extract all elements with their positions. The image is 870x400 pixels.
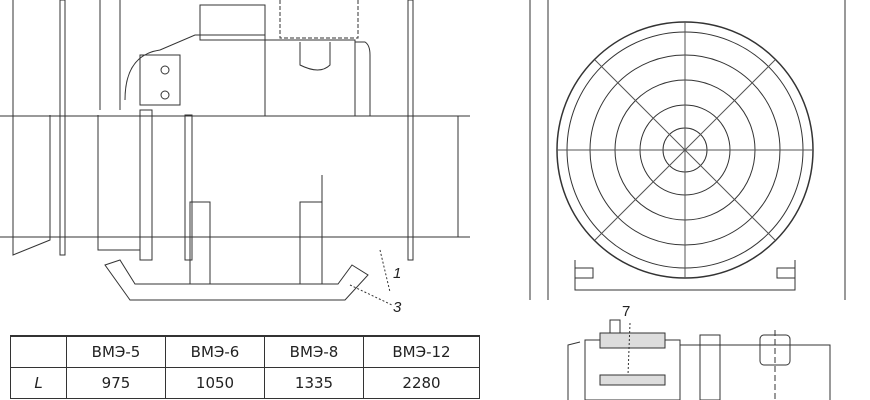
header-cell-vme8: ВМЭ-8: [264, 335, 364, 368]
cell-value: 1335: [264, 367, 364, 399]
part-label-7: 7: [622, 303, 631, 320]
header-cell-empty: [10, 335, 67, 368]
front-view: [529, 0, 846, 300]
part-label-3: 3: [393, 299, 402, 316]
cell-value: 2280: [363, 367, 480, 399]
table-row: L 975 1050 1335 2280: [10, 367, 480, 399]
side-view: [0, 0, 470, 306]
cell-value: 1050: [165, 367, 265, 399]
cell-value: 975: [66, 367, 166, 399]
header-cell-vme5: ВМЭ-5: [66, 335, 166, 368]
top-view: [567, 319, 831, 400]
header-cell-vme6: ВМЭ-6: [165, 335, 265, 368]
dimensions-table: ВМЭ-5 ВМЭ-6 ВМЭ-8 ВМЭ-12 L 975 1050 1335…: [10, 335, 480, 399]
table-header-row: ВМЭ-5 ВМЭ-6 ВМЭ-8 ВМЭ-12: [10, 335, 480, 368]
row-param-label: L: [10, 367, 67, 399]
part-label-1: 1: [393, 265, 402, 282]
header-cell-vme12: ВМЭ-12: [363, 335, 480, 368]
